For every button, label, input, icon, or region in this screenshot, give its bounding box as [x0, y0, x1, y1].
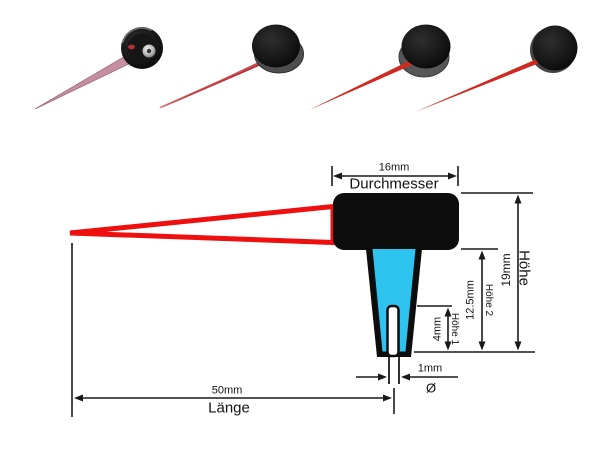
- dim-label-pin-diameter: Ø: [425, 380, 437, 396]
- arrowhead: [514, 194, 522, 204]
- dim-value-diameter: 16mm: [378, 161, 410, 174]
- photo-motor-front-view: [415, 25, 578, 112]
- arrowhead: [383, 394, 392, 402]
- dim-value-total-height: 19mm: [499, 253, 513, 287]
- needle-highlight: [159, 59, 266, 109]
- cap-face: [532, 25, 578, 71]
- shaft-slot: [386, 304, 400, 358]
- arrowhead: [478, 341, 486, 351]
- arrowhead: [478, 250, 486, 260]
- dim-value-height1: 4mm: [431, 316, 444, 342]
- arrowhead: [401, 373, 410, 381]
- arrowhead: [444, 341, 452, 351]
- dim-total-height: [414, 192, 535, 353]
- arrowhead: [448, 172, 457, 180]
- cap-face: [401, 24, 451, 69]
- pointer-needle-pink: [34, 50, 140, 110]
- dim-label-total-height: Höhe: [515, 250, 533, 286]
- dim-label-diameter: Durchmesser: [349, 175, 439, 193]
- arrowhead: [378, 373, 387, 381]
- dim-diameter: [331, 166, 459, 186]
- dim-value-pin-diameter: 1mm: [417, 362, 443, 375]
- rim-highlight: [121, 27, 163, 69]
- red-glint: [128, 44, 135, 50]
- arrowhead: [444, 307, 452, 317]
- motor-body-drawing: [333, 193, 459, 250]
- pointer-needle-red: [415, 55, 546, 112]
- pointer-needle-drawing: [69, 203, 336, 246]
- dim-height2: [461, 248, 498, 348]
- cap-face: [252, 24, 300, 68]
- photo-motor-tilted-left: [157, 24, 304, 110]
- dim-value-height2: 12.5mm: [464, 280, 477, 320]
- dim-label-height2: Höhe 2: [483, 283, 494, 317]
- technical-drawing: [69, 166, 535, 417]
- dim-length: [71, 243, 395, 417]
- photo-motor-back-view: [34, 27, 163, 110]
- arrowhead: [514, 341, 522, 351]
- arrowhead: [333, 172, 342, 180]
- pointer-needle-red: [309, 57, 416, 110]
- dim-label-height1: Höhe 1: [449, 312, 460, 346]
- shaft-cyan-fill: [372, 249, 416, 352]
- bearing-center: [146, 48, 152, 54]
- arrowhead: [74, 394, 83, 402]
- dim-value-length: 50mm: [211, 384, 243, 397]
- dim-label-length: Länge: [208, 399, 250, 417]
- photo-motor-tilted-right: [309, 24, 451, 110]
